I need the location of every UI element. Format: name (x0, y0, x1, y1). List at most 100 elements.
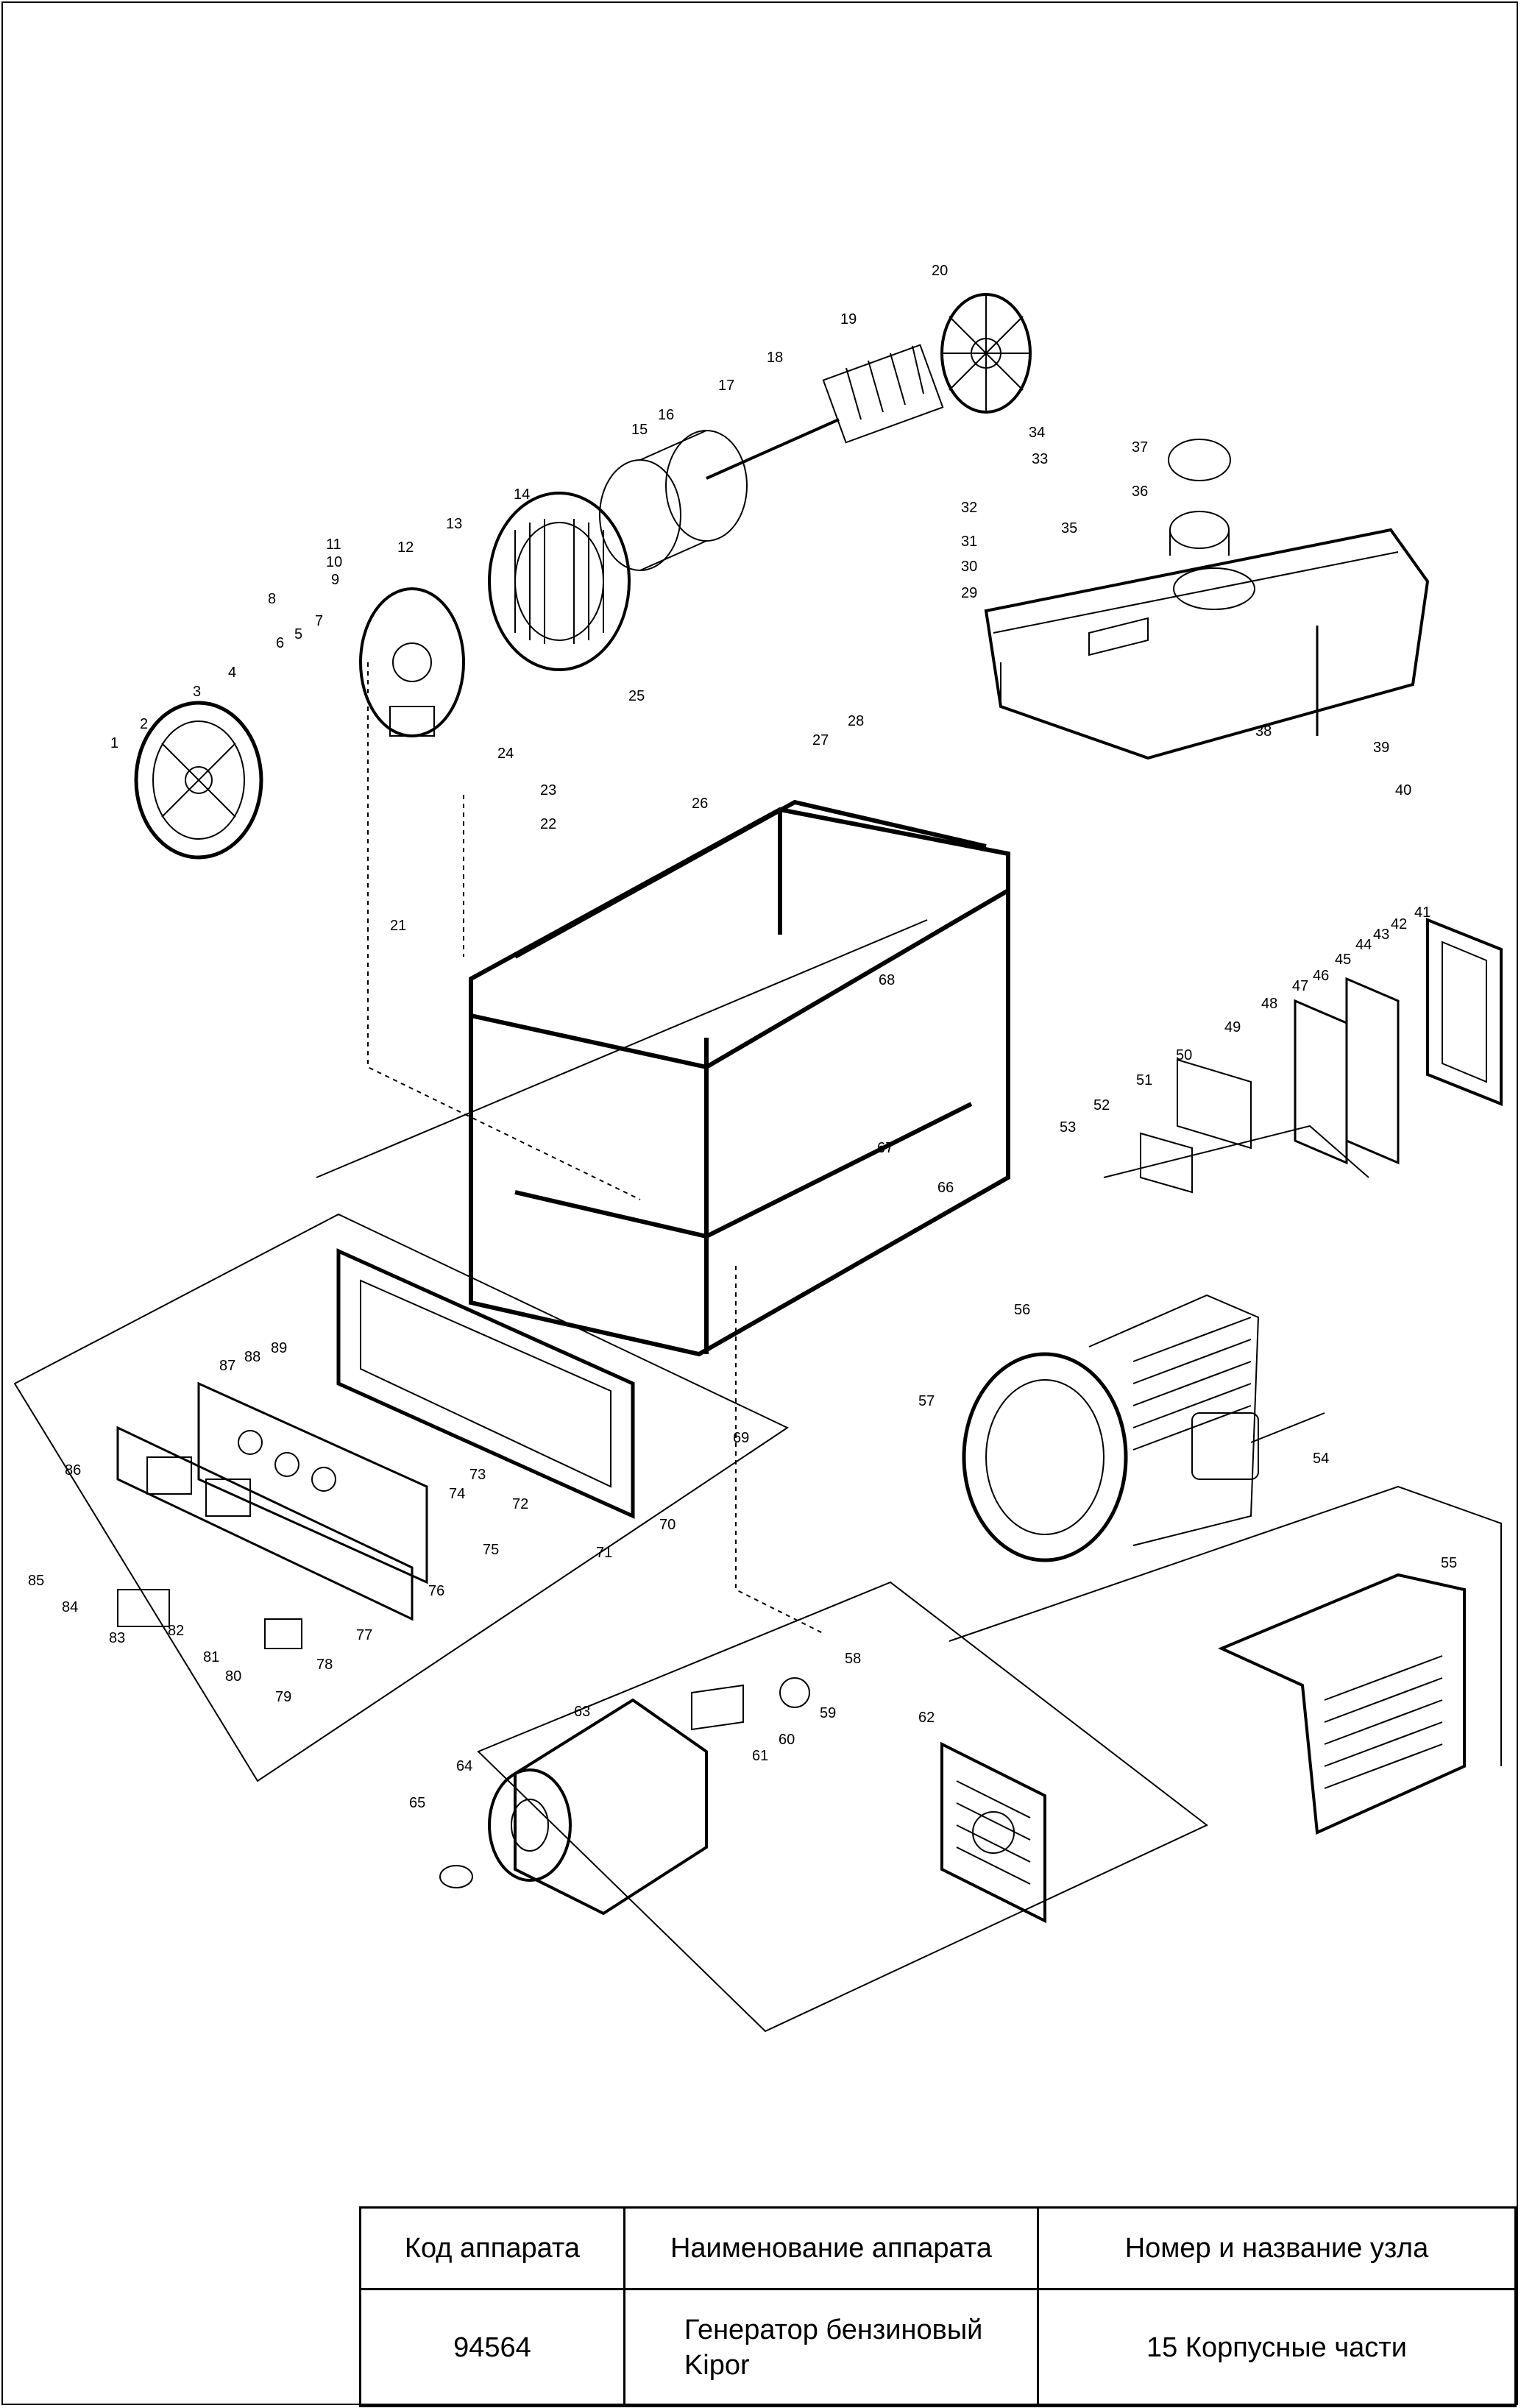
callout-label: 57 (918, 1393, 935, 1409)
callout-label: 51 (1136, 1072, 1152, 1088)
callout-label: 7 (315, 613, 323, 629)
callout-label: 64 (456, 1758, 472, 1774)
callout-label: 46 (1313, 968, 1329, 984)
fan-part (940, 293, 1032, 414)
callout-label: 88 (244, 1349, 260, 1365)
control-panel-part (116, 1248, 635, 1649)
callout-label: 19 (840, 311, 857, 327)
header-device-code: Код аппарата (359, 2206, 625, 2290)
callout-label: 5 (294, 626, 302, 642)
callout-label: 67 (877, 1140, 893, 1156)
callout-label: 13 (446, 516, 462, 532)
callout-label: 79 (275, 1689, 291, 1705)
parts-info-table: Код аппарата Наименование аппарата Номер… (359, 2206, 1517, 2407)
end-cover-part (134, 701, 263, 860)
callout-label: 86 (65, 1462, 81, 1479)
device-name-line2: Kipor (684, 2350, 750, 2381)
callout-label: 17 (718, 378, 734, 394)
table-header-row: Код аппарата Наименование аппарата Номер… (359, 2206, 1517, 2290)
callout-label: 32 (961, 500, 977, 516)
muffler-part (439, 1677, 810, 1916)
callout-label: 48 (1261, 996, 1277, 1012)
callout-label: 89 (271, 1340, 287, 1356)
callout-label: 11 (326, 537, 341, 553)
muffler-guard-part (940, 1741, 1046, 1924)
callout-label: 35 (1061, 520, 1077, 537)
callout-label: 73 (469, 1467, 486, 1483)
callout-label: 81 (203, 1649, 219, 1665)
callout-label: 87 (219, 1358, 235, 1374)
callout-label: 30 (961, 559, 977, 575)
callout-label: 80 (225, 1668, 241, 1685)
callout-label: 40 (1395, 782, 1411, 798)
callout-label: 68 (879, 972, 895, 988)
callout-label: 56 (1014, 1302, 1030, 1318)
stator-part (488, 492, 631, 671)
callout-label: 9 (331, 572, 339, 588)
callout-label: 74 (449, 1486, 465, 1502)
callout-label: 53 (1060, 1119, 1076, 1136)
callout-label: 62 (918, 1710, 935, 1726)
callout-label: 33 (1032, 451, 1048, 467)
callout-label: 72 (512, 1496, 528, 1512)
callout-label: 70 (659, 1517, 676, 1533)
callout-label: 60 (779, 1732, 795, 1748)
callout-label: 25 (628, 688, 645, 704)
device-name-line1: Генератор бензиновый (684, 2315, 983, 2345)
callout-label: 52 (1093, 1097, 1110, 1113)
callout-label: 4 (228, 665, 236, 681)
callout-label: 59 (820, 1705, 836, 1721)
callout-label: 10 (326, 554, 342, 570)
engine-part (962, 1294, 1325, 1562)
callout-label: 26 (692, 796, 708, 812)
callout-label: 15 (631, 422, 648, 438)
callout-label: 18 (767, 350, 783, 366)
header-node-name: Номер и название узла (1036, 2206, 1517, 2290)
callout-label: 47 (1292, 978, 1308, 994)
callout-label: 14 (514, 486, 530, 503)
callout-label: 31 (961, 534, 977, 550)
callout-label: 61 (752, 1748, 768, 1764)
callout-label: 24 (497, 746, 514, 762)
callout-label: 2 (140, 716, 148, 732)
device-code-value: 94564 (359, 2288, 625, 2407)
callout-label: 12 (397, 539, 414, 556)
callout-label: 1 (110, 735, 118, 751)
callout-label: 37 (1132, 439, 1148, 456)
callout-label: 29 (961, 585, 977, 601)
callout-label: 34 (1029, 425, 1045, 441)
cover-ring-part (599, 430, 748, 571)
callout-label: 49 (1224, 1019, 1241, 1035)
rear-housing-part (359, 587, 465, 737)
callout-label: 41 (1414, 904, 1430, 921)
callout-label: 22 (540, 816, 556, 832)
callout-label: 23 (540, 782, 556, 798)
callout-label: 21 (390, 918, 406, 934)
side-cover-part (1217, 1573, 1466, 1835)
callout-label: 28 (848, 713, 864, 729)
callout-label: 77 (356, 1627, 372, 1643)
callout-label: 27 (812, 732, 829, 748)
callout-label: 16 (658, 407, 674, 423)
callout-label: 39 (1373, 740, 1389, 756)
callout-label: 84 (62, 1599, 78, 1615)
callout-label: 76 (428, 1583, 444, 1599)
callout-label: 75 (483, 1542, 499, 1558)
callout-label: 38 (1255, 723, 1272, 740)
callout-label: 69 (733, 1430, 749, 1446)
callout-label: 85 (28, 1573, 44, 1589)
callout-label: 71 (596, 1545, 612, 1561)
callout-label: 3 (193, 684, 201, 700)
callout-label: 54 (1313, 1451, 1329, 1467)
callout-label: 42 (1391, 916, 1407, 932)
callout-label: 20 (932, 263, 948, 279)
callout-label: 55 (1441, 1555, 1457, 1571)
callout-label: 6 (276, 635, 284, 651)
callout-label: 83 (109, 1630, 125, 1646)
callout-label: 8 (268, 591, 276, 607)
fuel-tank-part (984, 439, 1430, 760)
frame-part (469, 799, 1010, 1357)
node-name-value: 15 Корпусные части (1036, 2288, 1517, 2407)
